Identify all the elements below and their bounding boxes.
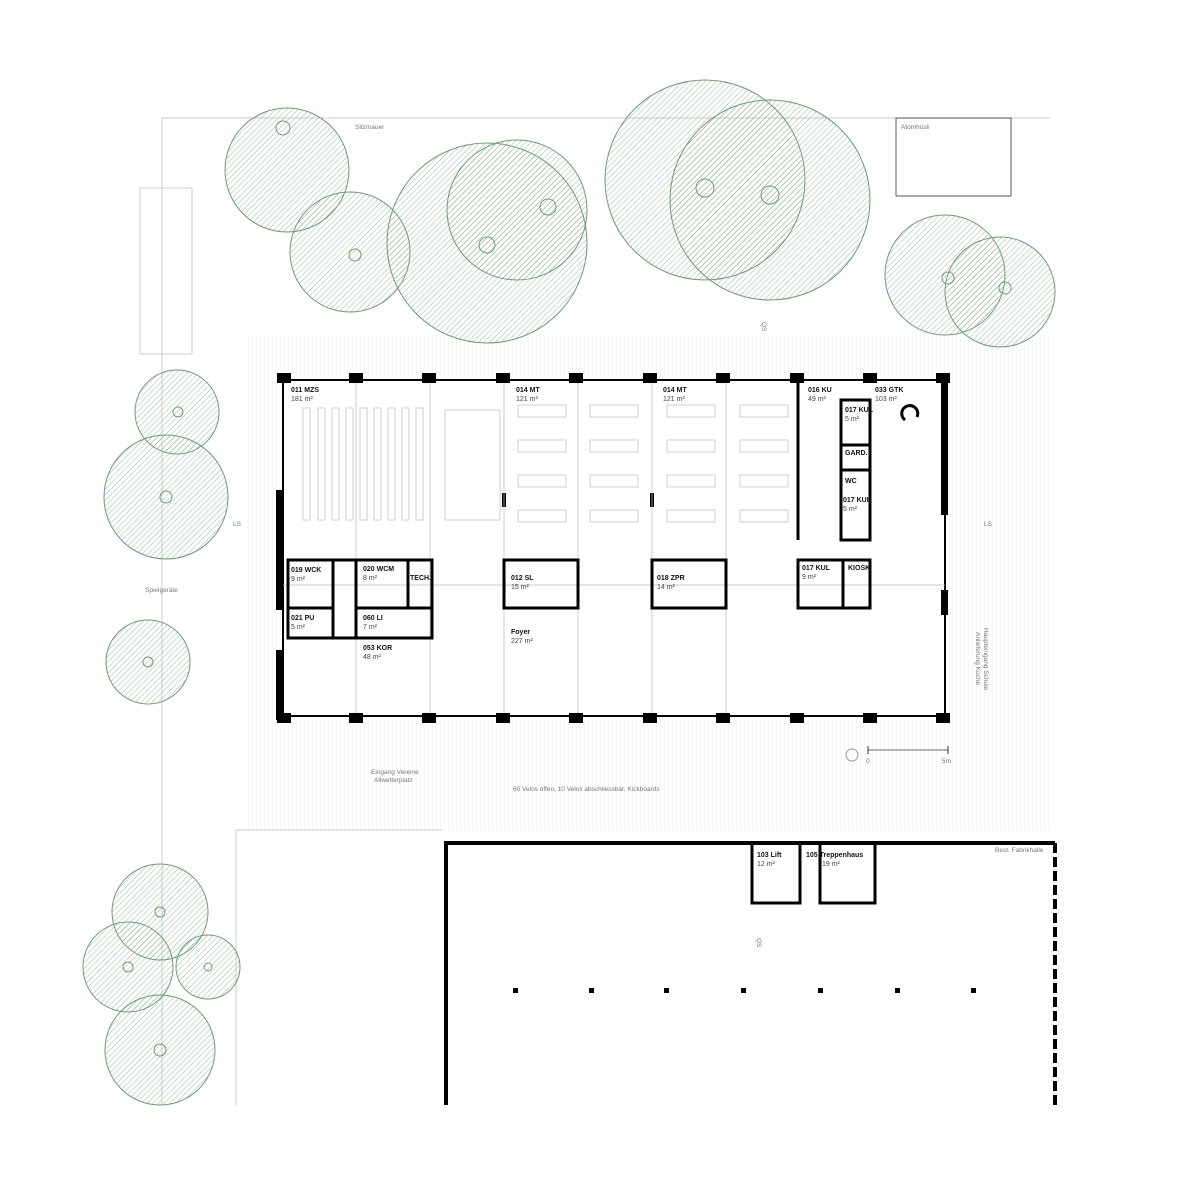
svg-text:018 ZPR: 018 ZPR bbox=[657, 575, 685, 582]
label-eingang-vereine: Eingang Vereine bbox=[371, 769, 419, 776]
room-033-gtk: 033 GTK 103 m² bbox=[875, 387, 903, 403]
section-qs-top: QS bbox=[760, 322, 767, 332]
svg-text:017 KUL: 017 KUL bbox=[845, 407, 874, 414]
atomhuesli-building bbox=[895, 117, 1012, 197]
room-tech: TECH. bbox=[410, 575, 431, 582]
room-014-mt-1: 014 MT 121 m² bbox=[516, 387, 540, 403]
spiral-stair bbox=[900, 404, 920, 422]
label-anlieferung: Anlieferung Küche bbox=[974, 632, 981, 686]
room-105-treppenhaus: 105 Treppenhaus 19 m² bbox=[806, 852, 863, 868]
room-103-lift: 103 Lift 12 m² bbox=[757, 852, 782, 868]
room-014-mt-2: 014 MT 121 m² bbox=[663, 387, 687, 403]
room-wc: WC bbox=[845, 478, 857, 485]
svg-text:121 m²: 121 m² bbox=[516, 396, 538, 403]
room-011-mzs: 011 MZS 181 m² bbox=[291, 387, 319, 403]
room-017-kul-2: 017 KUL 5 m² bbox=[843, 497, 872, 513]
svg-text:019 WCK: 019 WCK bbox=[291, 567, 321, 574]
section-ls-right: LS bbox=[984, 521, 993, 528]
label-spielgeraete: Spielgeräte bbox=[145, 587, 178, 594]
svg-text:5 m²: 5 m² bbox=[843, 506, 858, 513]
svg-text:121 m²: 121 m² bbox=[663, 396, 685, 403]
room-053-kor: 053 KOR 48 m² bbox=[363, 645, 392, 661]
svg-text:011 MZS: 011 MZS bbox=[291, 387, 319, 394]
svg-text:7 m²: 7 m² bbox=[363, 624, 378, 631]
tree bbox=[105, 619, 191, 705]
scale-five: 5m bbox=[942, 758, 951, 765]
svg-text:033 GTK: 033 GTK bbox=[875, 387, 903, 394]
svg-text:103 m²: 103 m² bbox=[875, 396, 897, 403]
section-ls-left: LS bbox=[233, 521, 242, 528]
label-allwetterplatz: Allwetterplatz bbox=[374, 777, 413, 784]
site-labels: Sitzmauer Atomhüsli Spielgeräte LS LS QS… bbox=[145, 124, 1044, 948]
section-qs-bottom: QS bbox=[755, 938, 762, 948]
tree bbox=[669, 99, 871, 301]
room-020-wcm: 020 WCM 8 m² bbox=[363, 566, 394, 582]
svg-text:053 KOR: 053 KOR bbox=[363, 645, 392, 652]
room-060-li: 060 LI 7 m² bbox=[363, 615, 383, 631]
svg-text:5 m²: 5 m² bbox=[845, 416, 860, 423]
tree bbox=[103, 434, 229, 560]
svg-text:49 m²: 49 m² bbox=[808, 396, 827, 403]
label-atomhuesli: Atomhüsli bbox=[901, 124, 930, 131]
svg-text:020 WCM: 020 WCM bbox=[363, 566, 394, 573]
north-arrow-icon bbox=[845, 748, 859, 762]
svg-text:021 PU: 021 PU bbox=[291, 615, 314, 622]
trees bbox=[82, 79, 1056, 1106]
scale-bar: 0 5m bbox=[845, 746, 951, 765]
svg-text:12 m²: 12 m² bbox=[757, 861, 776, 868]
sitzbank bbox=[139, 187, 193, 355]
room-kiosk: KIOSK bbox=[848, 565, 870, 572]
svg-text:Foyer: Foyer bbox=[511, 629, 530, 636]
label-fabrikhalle: Best. Fabrikhalle bbox=[995, 847, 1044, 854]
tree bbox=[175, 934, 241, 1000]
svg-text:012 SL: 012 SL bbox=[511, 575, 534, 582]
svg-text:5 m²: 5 m² bbox=[291, 624, 306, 631]
label-haupteingang: Haupteingang Schule bbox=[982, 628, 989, 691]
room-gard: GARD. bbox=[845, 450, 868, 457]
room-017-kul-3: 017 KUL 9 m² bbox=[802, 565, 831, 581]
room-017-kul-1: 017 KUL 5 m² bbox=[845, 407, 874, 423]
room-016-ku: 016 KU 49 m² bbox=[808, 387, 832, 403]
svg-text:016 KU: 016 KU bbox=[808, 387, 832, 394]
svg-text:227 m²: 227 m² bbox=[511, 638, 533, 645]
svg-text:19 m²: 19 m² bbox=[822, 861, 841, 868]
svg-text:9 m²: 9 m² bbox=[291, 576, 306, 583]
svg-text:103 Lift: 103 Lift bbox=[757, 852, 782, 859]
svg-text:KIOSK: KIOSK bbox=[848, 565, 870, 572]
svg-text:TECH.: TECH. bbox=[410, 575, 431, 582]
scale-zero: 0 bbox=[866, 758, 870, 765]
fabrikhalle bbox=[444, 841, 1057, 1105]
svg-text:017 KUL: 017 KUL bbox=[843, 497, 872, 504]
room-021-pu: 021 PU 5 m² bbox=[291, 615, 314, 631]
label-sitzmauer: Sitzmauer bbox=[355, 124, 385, 131]
tree bbox=[104, 994, 216, 1106]
tree bbox=[446, 139, 588, 281]
school-building bbox=[276, 373, 950, 723]
svg-text:15 m²: 15 m² bbox=[511, 584, 530, 591]
svg-text:14 m²: 14 m² bbox=[657, 584, 676, 591]
svg-text:9 m²: 9 m² bbox=[802, 574, 817, 581]
room-012-sl: 012 SL 15 m² bbox=[511, 575, 534, 591]
room-foyer: Foyer 227 m² bbox=[511, 629, 533, 645]
room-018-zpr: 018 ZPR 14 m² bbox=[657, 575, 685, 591]
room-019-wck: 019 WCK 9 m² bbox=[291, 567, 321, 583]
svg-text:105 Treppenhaus: 105 Treppenhaus bbox=[806, 852, 863, 859]
svg-text:8 m²: 8 m² bbox=[363, 575, 378, 582]
svg-text:014 MT: 014 MT bbox=[663, 387, 687, 394]
svg-text:017 KUL: 017 KUL bbox=[802, 565, 831, 572]
svg-text:WC: WC bbox=[845, 478, 857, 485]
svg-text:060 LI: 060 LI bbox=[363, 615, 383, 622]
svg-text:014 MT: 014 MT bbox=[516, 387, 540, 394]
svg-text:48 m²: 48 m² bbox=[363, 654, 382, 661]
svg-text:181 m²: 181 m² bbox=[291, 396, 313, 403]
svg-text:GARD.: GARD. bbox=[845, 450, 868, 457]
label-velos: 60 Velos offen, 10 Velos abschliessbar, … bbox=[513, 786, 660, 793]
